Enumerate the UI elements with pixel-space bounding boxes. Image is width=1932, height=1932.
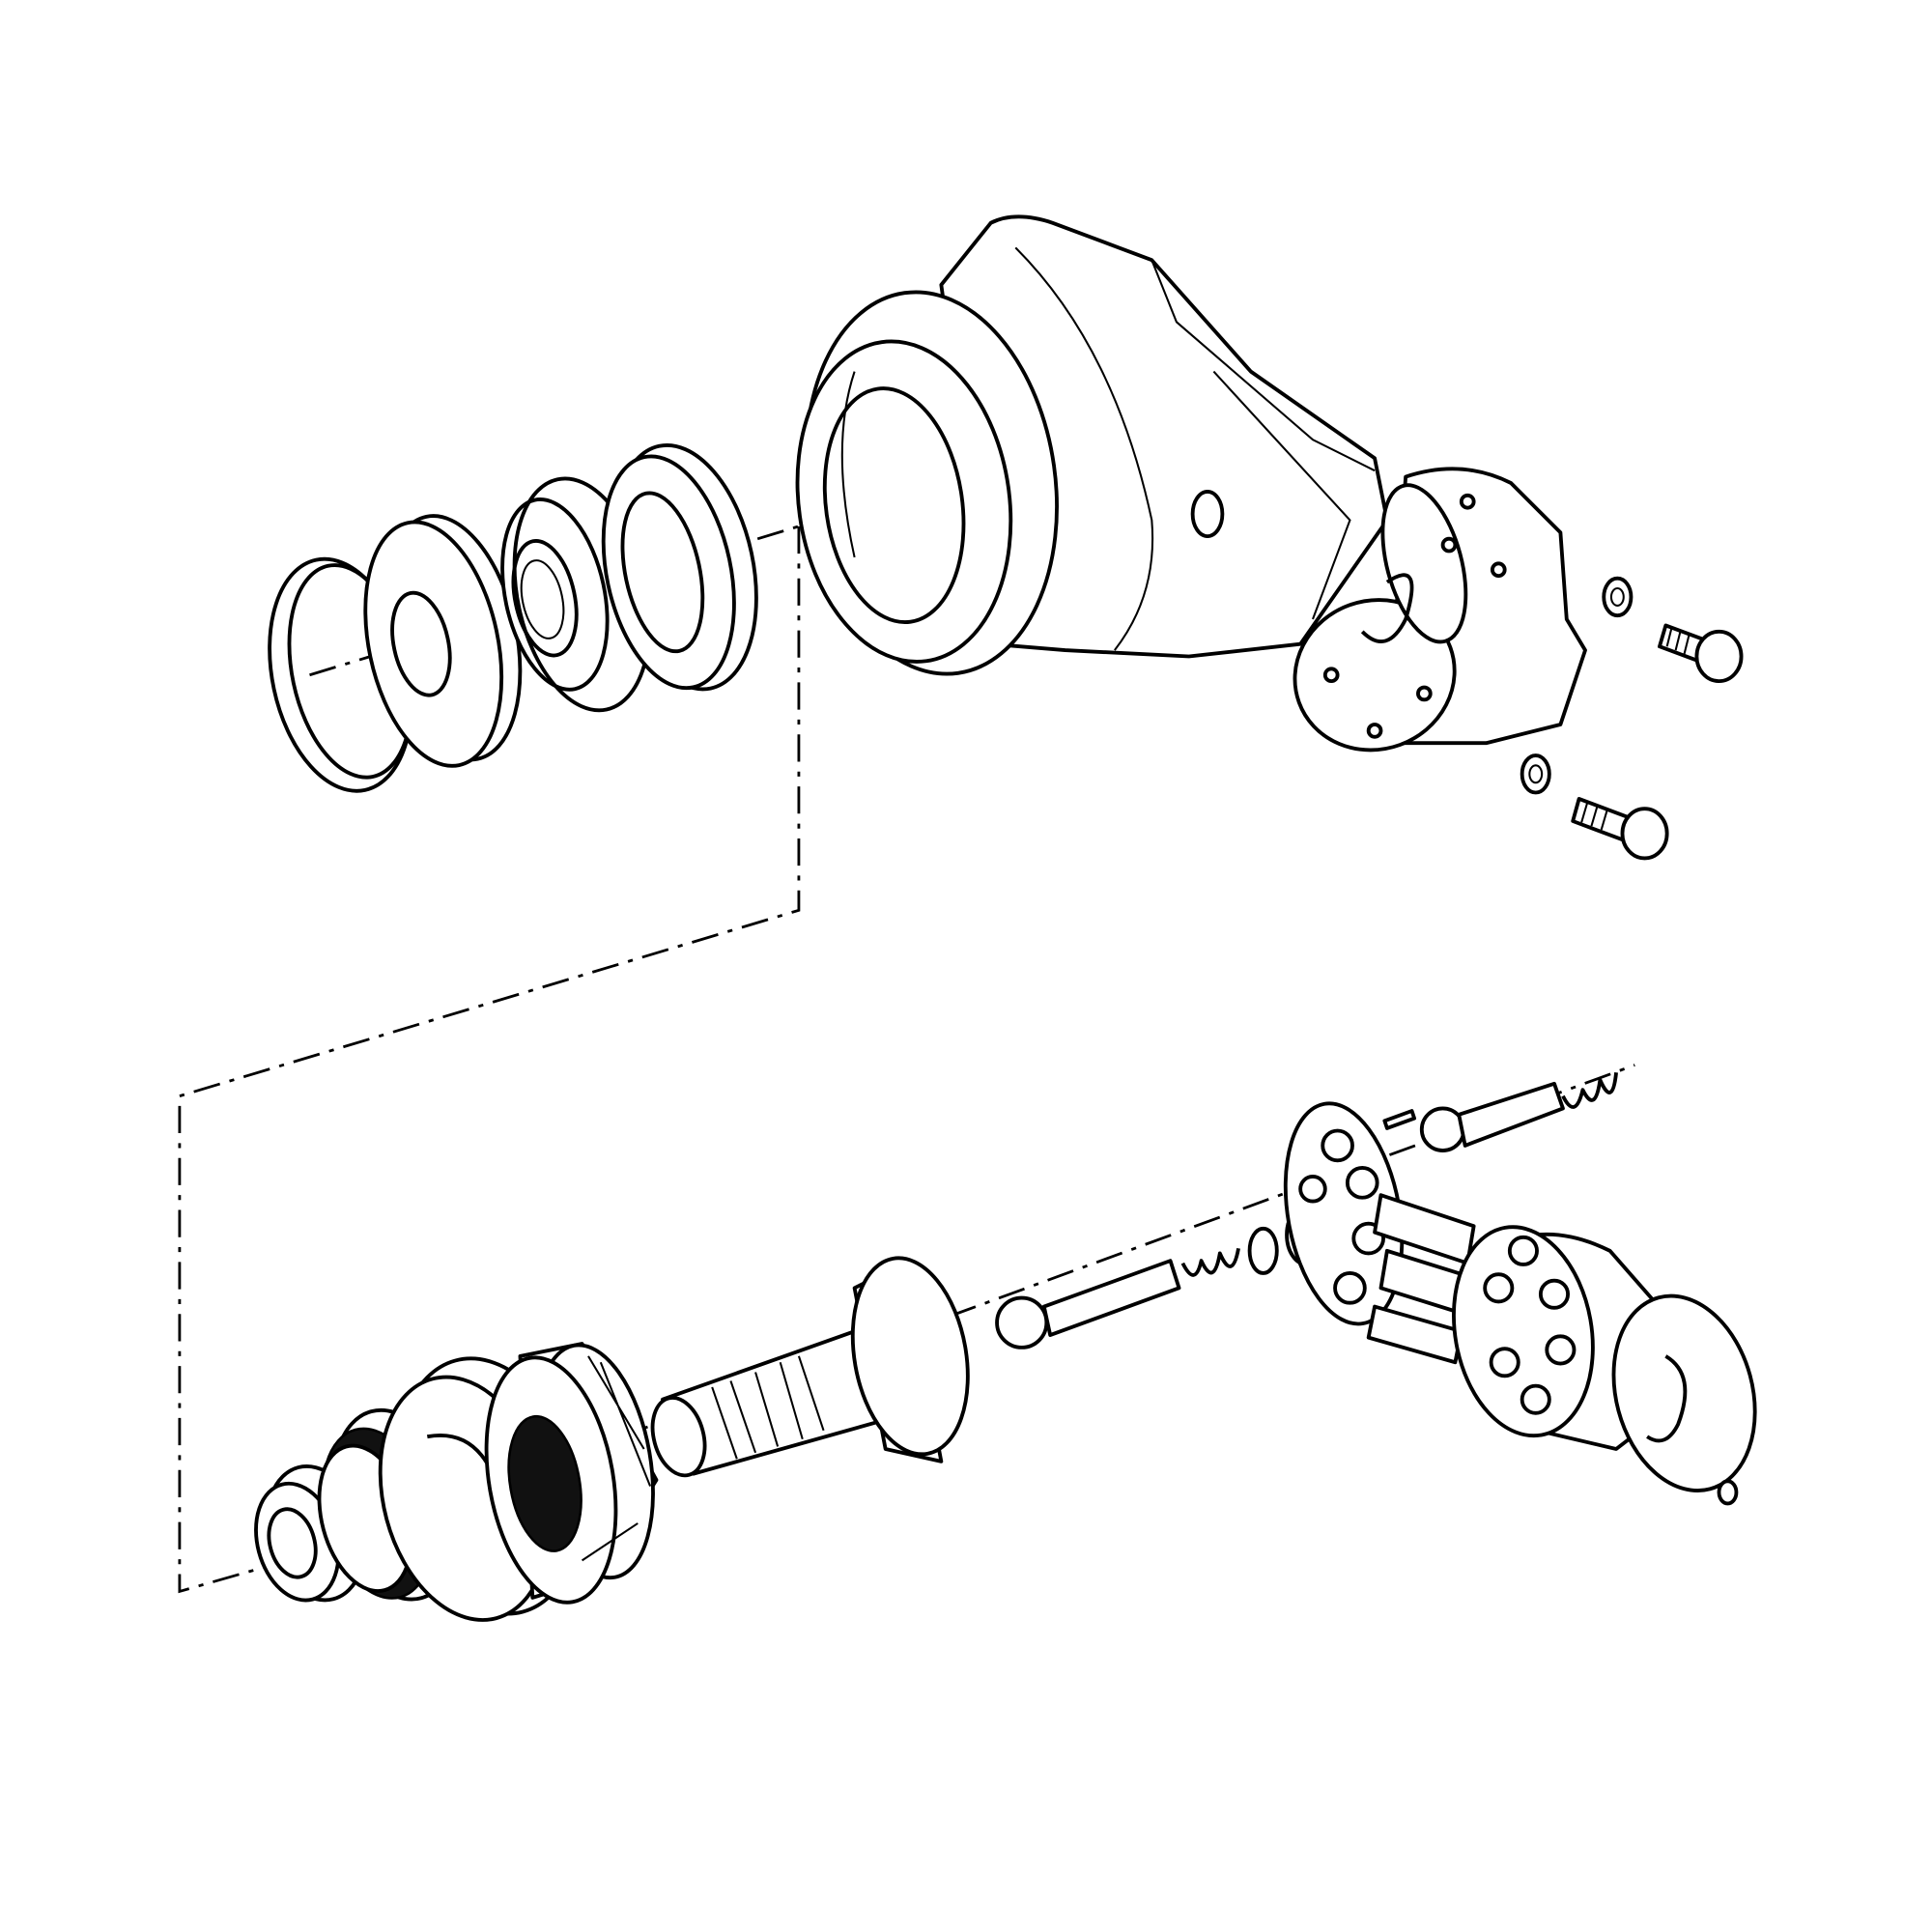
piston-rod	[995, 1259, 1181, 1350]
valve-plate	[1611, 1293, 1757, 1492]
socket-head-bolt	[1658, 623, 1744, 684]
splined-drive-shaft	[650, 1256, 970, 1478]
pin	[1382, 1109, 1739, 1506]
compression-spring	[1561, 1072, 1618, 1109]
washer	[1602, 576, 1634, 618]
roller-bearing	[484, 1342, 659, 1605]
bearing-ring	[363, 514, 523, 768]
motor-housing	[795, 214, 1389, 676]
socket-head-bolt	[1571, 797, 1669, 861]
spring-washer	[601, 442, 758, 692]
retainer-plate	[1283, 1101, 1405, 1326]
compression-spring	[1180, 1247, 1240, 1277]
washer	[1520, 753, 1551, 795]
piston-rod	[1419, 1081, 1565, 1152]
flange-cover	[1293, 467, 1587, 753]
